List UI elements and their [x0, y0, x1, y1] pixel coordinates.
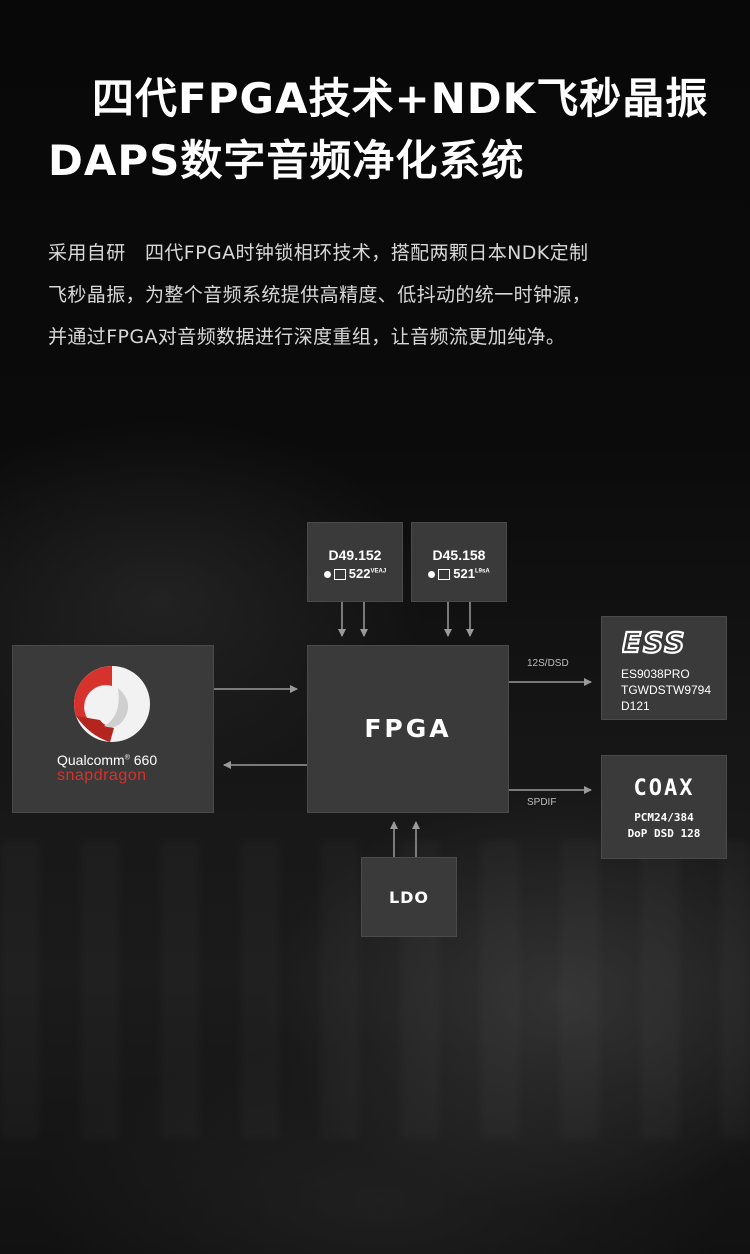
- snapdragon-label: snapdragon: [57, 767, 147, 784]
- coax-output-block: COAX PCM24/384 DoP DSD 128: [601, 755, 727, 859]
- fpga-label: FPGA: [364, 714, 452, 743]
- oscillator-freq: D45.158: [432, 547, 486, 563]
- coax-line-1: PCM24/384: [634, 811, 694, 824]
- ess-logo-icon: ESS: [622, 627, 686, 657]
- pin1-dot-icon: [428, 571, 436, 579]
- i2s-dsd-label: 12S/DSD: [527, 658, 569, 669]
- svg-text:ESS: ESS: [622, 627, 686, 657]
- oscillator-d49152: D49.152 522VEAJ: [307, 522, 403, 602]
- ess-line-2: TGWDSTW9794: [621, 683, 712, 697]
- pin1-dot-icon: [323, 571, 331, 579]
- ess-line-3: D121: [621, 699, 650, 713]
- ess-line-1: ES9038PRO: [621, 667, 690, 681]
- title-line-1: 四代FPGA技术+NDK飞秒晶振: [92, 74, 709, 123]
- coax-title: COAX: [633, 776, 695, 801]
- qualcomm-label: Qualcomm® 660: [57, 752, 158, 768]
- ldo-block: LDO: [361, 857, 457, 937]
- oscillator-d45158: D45.158 521L9sA: [411, 522, 507, 602]
- fpga-block: FPGA: [307, 645, 509, 813]
- description-line-1: 采用自研 四代FPGA时钟锁相环技术，搭配两颗日本NDK定制: [48, 242, 589, 264]
- spdif-label: SPDIF: [527, 797, 557, 808]
- oscillator-marking: 522VEAJ: [308, 566, 402, 581]
- oscillator-marking: 521L9sA: [412, 566, 506, 581]
- ess-dac-block: ESS ES9038PRO TGWDSTW9794 D121: [601, 616, 727, 720]
- description-line-2: 飞秒晶振，为整个音频系统提供高精度、低抖动的统一时钟源，: [48, 284, 592, 306]
- page-title: 四代FPGA技术+NDK飞秒晶振 DAPS数字音频净化系统: [48, 68, 728, 192]
- title-line-2: DAPS数字音频净化系统: [48, 136, 525, 185]
- description: 采用自研 四代FPGA时钟锁相环技术，搭配两颗日本NDK定制 飞秒晶振，为整个音…: [48, 232, 708, 358]
- ndk-logo-icon: [438, 569, 451, 581]
- snapdragon-logo-icon: [74, 666, 150, 742]
- oscillator-freq: D49.152: [328, 547, 382, 563]
- ldo-label: LDO: [388, 888, 430, 907]
- description-line-3: 并通过FPGA对音频数据进行深度重组，让音频流更加纯净。: [48, 326, 566, 348]
- coax-line-2: DoP DSD 128: [627, 827, 701, 840]
- qualcomm-snapdragon-block: Qualcomm® 660 snapdragon: [12, 645, 214, 813]
- ndk-logo-icon: [333, 569, 346, 581]
